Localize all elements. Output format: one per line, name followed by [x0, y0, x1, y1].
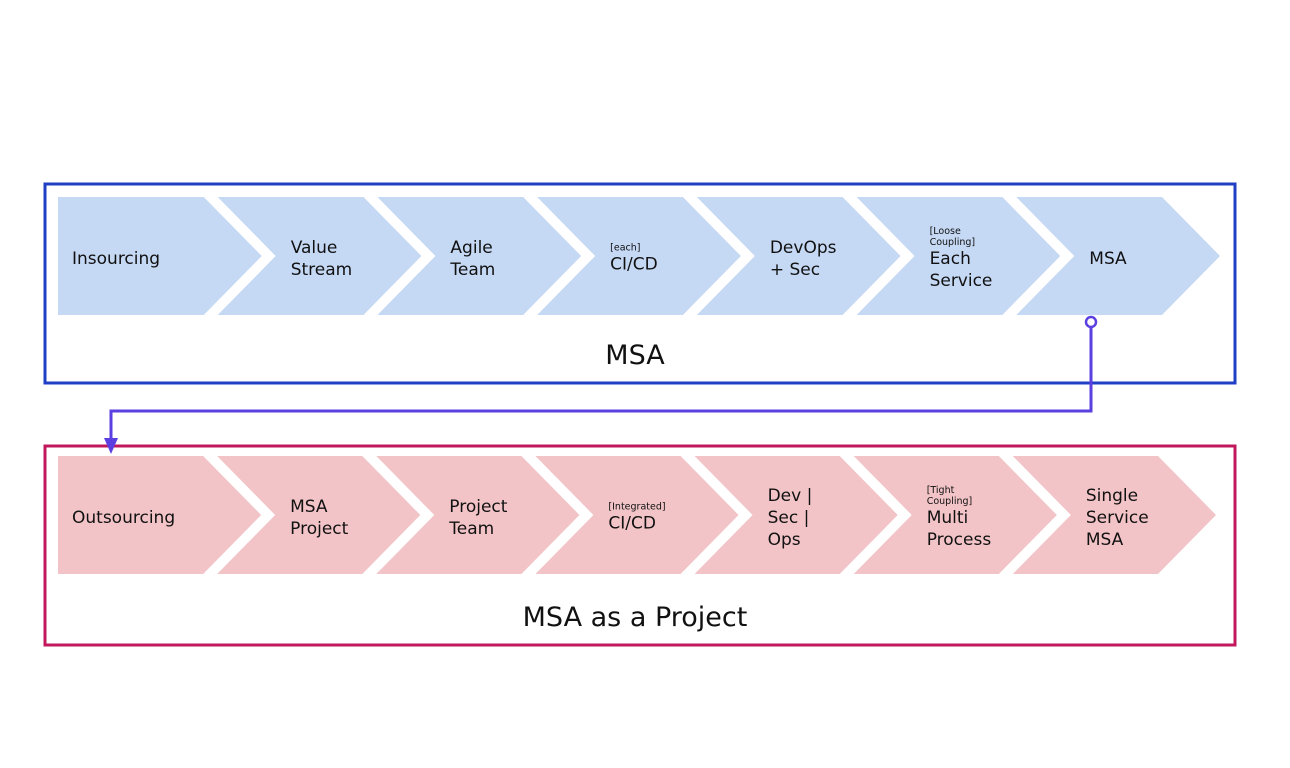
step-label: MSA [290, 497, 328, 517]
step-label: + Sec [770, 260, 820, 280]
msa-row: InsourcingValueStreamAgileTeam[each]CI/C… [43, 182, 1237, 385]
step-label: Agile [450, 238, 492, 258]
step-label: Team [449, 260, 495, 280]
chevron-shape [1016, 197, 1220, 315]
connector-arrowhead-icon [104, 438, 118, 454]
step-label: Service [930, 271, 993, 291]
frame-border [43, 444, 1237, 647]
step-label: Stream [291, 260, 353, 280]
process-step: Outsourcing [58, 456, 262, 574]
process-step: DevOps+ Sec [696, 197, 901, 315]
step-label: Each [930, 249, 971, 269]
connector-line [109, 327, 1093, 441]
process-step: MSA [1016, 197, 1220, 315]
chevron-shape [217, 456, 421, 574]
step-label: Ops [768, 530, 801, 550]
step-label: CI/CD [610, 255, 658, 275]
frame-title: MSA [605, 340, 665, 371]
step-label: Insourcing [72, 249, 160, 269]
step-label: Dev | [768, 486, 813, 506]
connector-start-circle-icon [1084, 315, 1098, 329]
step-label: Project [290, 519, 348, 539]
step-qualifier: Coupling] [930, 237, 976, 248]
chevron-shape [694, 456, 898, 574]
step-qualifier: [Loose [930, 226, 961, 237]
step-qualifier: [Integrated] [608, 502, 665, 513]
chevron-shape [537, 197, 741, 315]
step-label: Multi [927, 508, 969, 528]
frame-title: MSA as a Project [523, 602, 748, 633]
frame-border [43, 182, 1237, 385]
step-qualifier: [each] [610, 243, 640, 254]
step-label: Outsourcing [72, 508, 175, 528]
step-label: Service [1086, 508, 1149, 528]
step-label: Project [449, 497, 507, 517]
chevron-shape [217, 197, 422, 315]
step-label: Team [448, 519, 494, 539]
step-label: CI/CD [608, 514, 656, 534]
step-label: Sec | [768, 508, 810, 528]
msa-as-a-project-row: OutsourcingMSAProjectProjectTeam[Integra… [43, 444, 1237, 647]
chevron-shape [856, 197, 1061, 315]
step-label: Single [1086, 486, 1138, 506]
chevron-shape [376, 456, 580, 574]
process-step: [each]CI/CD [537, 197, 741, 315]
chevron-shape [377, 197, 582, 315]
step-label: DevOps [770, 238, 837, 258]
process-step: Insourcing [58, 197, 262, 315]
step-label: Value [291, 238, 338, 258]
chevron-shape [535, 456, 739, 574]
chevron-shape [696, 197, 901, 315]
step-qualifier: [Tight [927, 485, 955, 496]
chevron-shape [58, 456, 262, 574]
chevron-shape [1012, 456, 1216, 574]
process-step: Dev |Sec |Ops [694, 456, 898, 574]
chevron-shape [58, 197, 262, 315]
chevron-shape [853, 456, 1057, 574]
process-step: [Integrated]CI/CD [535, 456, 739, 574]
step-label: MSA [1086, 530, 1124, 550]
step-qualifier: Coupling] [927, 496, 973, 507]
step-label: Process [927, 530, 992, 550]
connector-arrow [104, 315, 1098, 454]
step-label: MSA [1089, 249, 1127, 269]
